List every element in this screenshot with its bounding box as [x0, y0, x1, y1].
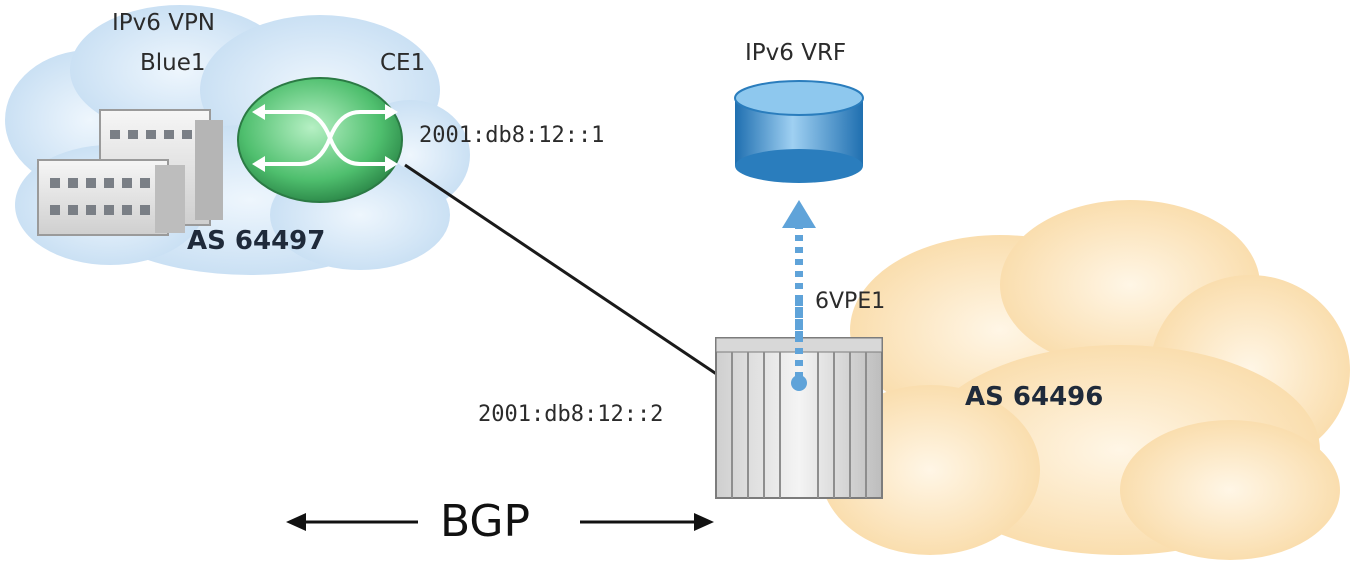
ce-label: CE1: [380, 50, 426, 76]
provider-as-label: AS 64496: [965, 382, 1104, 412]
vrf-database-icon: [734, 80, 864, 183]
bgp-link: [404, 163, 719, 377]
provider-cloud: [820, 200, 1350, 560]
vrf-label: IPv6 VRF: [745, 40, 847, 66]
ipv6-vpn-label: IPv6 VPN: [112, 10, 216, 36]
ce-address-label: 2001:db8:12::1: [419, 123, 605, 148]
customer-as-label: AS 64497: [187, 226, 326, 256]
pe-label: 6VPE1: [815, 289, 886, 314]
site-label: Blue1: [140, 50, 206, 76]
protocol-label: BGP: [440, 496, 531, 547]
pe-router-icon: [715, 300, 883, 499]
bgp-arrows: [286, 513, 714, 531]
pe-address-label: 2001:db8:12::2: [478, 402, 664, 427]
building-icon: [37, 109, 223, 236]
router-icon: [237, 77, 403, 203]
